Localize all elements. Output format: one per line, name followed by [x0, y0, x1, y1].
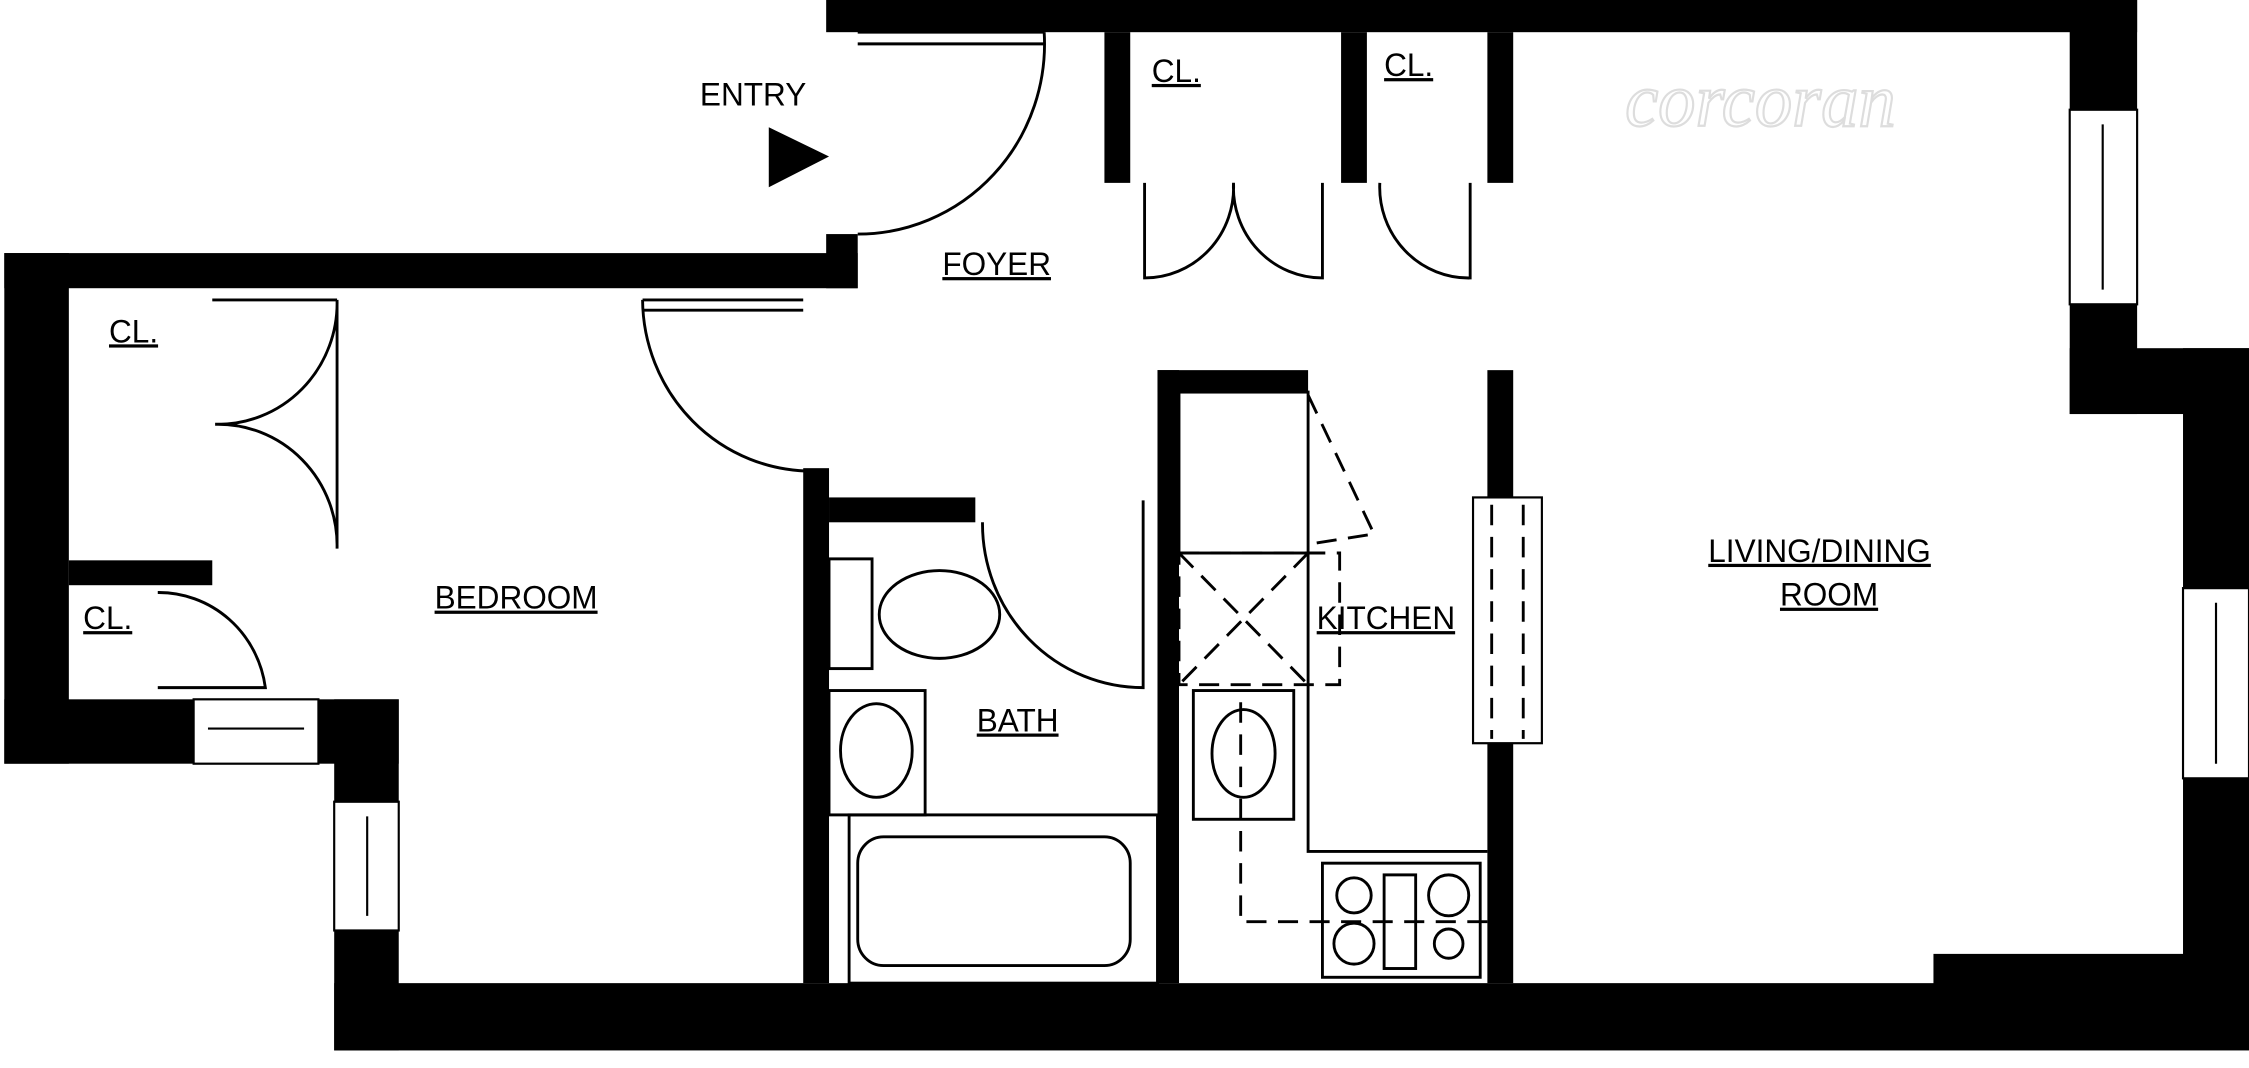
- label-living-dining: LIVING/DINING: [1708, 533, 1931, 569]
- label-closet-3: CL.: [109, 313, 158, 349]
- label-room: ROOM: [1780, 576, 1878, 612]
- room-labels: ENTRY FOYER CL. CL. CL. CL. BEDROOM BATH…: [83, 47, 1931, 739]
- walls: [4, 0, 2249, 1051]
- windows: [192, 108, 2249, 932]
- watermark: corcoran: [1625, 59, 1896, 143]
- doors: [157, 30, 1472, 690]
- label-closet-2: CL.: [1384, 47, 1433, 83]
- label-entry: ENTRY: [700, 76, 806, 112]
- label-bedroom: BEDROOM: [435, 579, 598, 615]
- label-bath: BATH: [977, 702, 1059, 738]
- label-foyer: FOYER: [942, 246, 1051, 282]
- label-kitchen: KITCHEN: [1317, 600, 1455, 636]
- label-closet-4: CL.: [83, 600, 132, 636]
- fixtures: [827, 390, 1525, 985]
- entry-arrow-icon: [768, 127, 830, 188]
- label-closet-1: CL.: [1152, 53, 1201, 89]
